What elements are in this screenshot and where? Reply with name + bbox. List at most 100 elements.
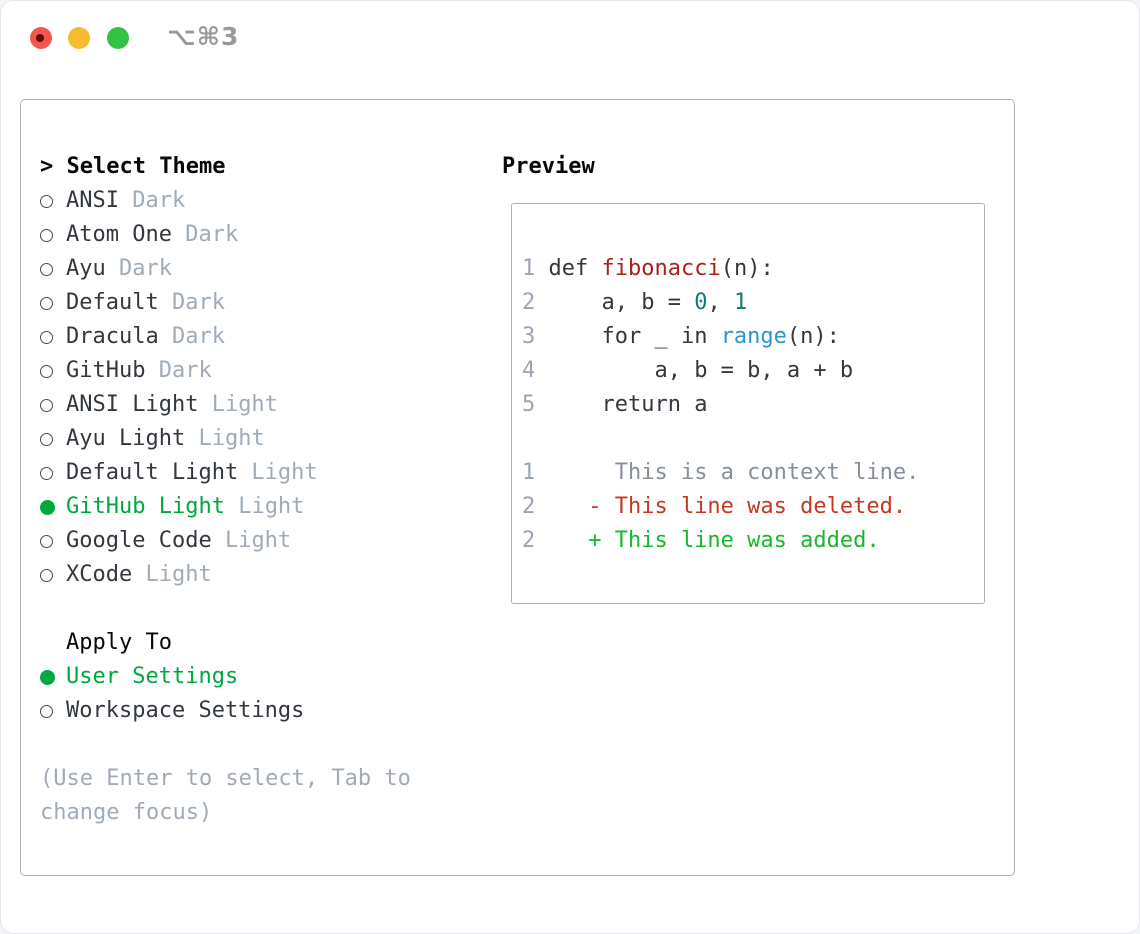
theme-variant: Light: [185, 426, 265, 451]
theme-option-default-light[interactable]: Default Light Light: [40, 456, 411, 490]
radio-icon: [40, 705, 53, 718]
code-segment-ln: 3: [522, 324, 536, 349]
cursor-icon: >: [40, 154, 67, 179]
theme-option-ayu[interactable]: Ayu Dark: [40, 252, 411, 286]
theme-name: ANSI Light: [66, 392, 199, 417]
theme-variant: Light: [238, 460, 318, 485]
theme-name: Google Code: [66, 528, 212, 553]
theme-variant: Light: [198, 392, 278, 417]
code-segment-ln: 1: [522, 256, 536, 281]
theme-picker-title: Select Theme: [66, 154, 226, 179]
code-segment-ln: 4: [522, 358, 536, 383]
theme-name: Dracula: [66, 324, 159, 349]
preview-line: 1 This is a context line.: [522, 456, 984, 490]
apply-option-workspace-settings[interactable]: Workspace Settings: [40, 694, 411, 728]
theme-variant: Light: [132, 562, 212, 587]
close-dot-icon: [36, 34, 44, 42]
radio-icon: [40, 297, 53, 310]
theme-name: Ayu Light: [66, 426, 186, 451]
radio-icon: [40, 195, 53, 208]
theme-option-atom-one[interactable]: Atom One Dark: [40, 218, 411, 252]
apply-to-header: Apply To: [66, 630, 172, 655]
theme-option-github[interactable]: GitHub Dark: [40, 354, 411, 388]
radio-icon: [40, 399, 53, 412]
code-segment-ln: 2: [522, 494, 536, 519]
minimize-button[interactable]: [68, 27, 90, 49]
help-text: change focus): [40, 800, 213, 825]
code-segment-ln: 2: [522, 290, 536, 315]
theme-variant: Dark: [158, 290, 225, 315]
spacer: [40, 728, 411, 762]
apply-option-user-settings[interactable]: User Settings: [40, 660, 411, 694]
code-segment-pl: def: [535, 256, 602, 281]
theme-option-ansi-light[interactable]: ANSI Light Light: [40, 388, 411, 422]
radio-icon: [40, 263, 53, 276]
theme-variant: Dark: [118, 188, 186, 213]
code-segment-ctx: This is a context line.: [535, 460, 920, 485]
theme-variant: Light: [211, 528, 292, 553]
code-segment-add: + This line was added.: [535, 528, 880, 553]
theme-name: XCode: [66, 562, 133, 587]
preview-line: 2 + This line was added.: [522, 524, 984, 558]
theme-option-ansi[interactable]: ANSI Dark: [40, 184, 411, 218]
apply-option-label: Workspace Settings: [66, 698, 305, 723]
code-segment-pl: return a: [535, 392, 708, 417]
preview-line: [522, 422, 984, 456]
theme-name: Default: [66, 290, 159, 315]
theme-name: GitHub: [66, 358, 146, 383]
radio-icon: [40, 331, 53, 344]
window-title: ⌥⌘3: [167, 22, 240, 51]
theme-picker-header: > Select Theme: [40, 150, 411, 184]
radio-icon: [40, 535, 53, 548]
code-segment-nm: 0: [694, 290, 708, 315]
radio-icon: [40, 229, 53, 242]
code-segment-bi: range: [720, 324, 787, 349]
radio-icon: [40, 569, 53, 582]
theme-name: Default Light: [66, 460, 239, 485]
theme-variant: Dark: [145, 358, 212, 383]
theme-variant: Dark: [171, 222, 239, 247]
zoom-button[interactable]: [107, 27, 129, 49]
code-segment-del: - This line was deleted.: [535, 494, 907, 519]
code-segment-pl: for _ in: [535, 324, 721, 349]
theme-option-default[interactable]: Default Dark: [40, 286, 411, 320]
theme-variant: Dark: [105, 256, 172, 281]
theme-name: Atom One: [66, 222, 172, 247]
radio-selected-icon: [40, 670, 55, 685]
preview-line: 2 a, b = 0, 1: [522, 286, 984, 320]
code-segment-nm: 1: [733, 290, 748, 315]
code-segment-pl: (n):: [786, 324, 840, 349]
help-text: (Use Enter to select, Tab to: [40, 766, 411, 791]
code-segment-ln: 2: [522, 528, 536, 553]
code-segment-pl: a, b =: [535, 290, 695, 315]
preview-line: 2 - This line was deleted.: [522, 490, 984, 524]
radio-icon: [40, 365, 53, 378]
theme-name: GitHub Light: [66, 494, 225, 519]
theme-option-ayu-light[interactable]: Ayu Light Light: [40, 422, 411, 456]
code-segment-pl: (n):: [720, 256, 774, 281]
close-button[interactable]: [30, 27, 52, 49]
theme-name: Ayu: [66, 256, 106, 281]
theme-name: ANSI: [66, 188, 119, 213]
radio-icon: [40, 467, 53, 480]
radio-selected-icon: [40, 500, 55, 515]
code-segment-pl: ,: [707, 290, 734, 315]
code-segment-ln: 1: [522, 460, 536, 485]
theme-option-google-code[interactable]: Google Code Light: [40, 524, 411, 558]
theme-option-dracula[interactable]: Dracula Dark: [40, 320, 411, 354]
preview-header: Preview: [502, 154, 595, 179]
theme-variant: Light: [224, 494, 305, 519]
preview-line: 3 for _ in range(n):: [522, 320, 984, 354]
theme-option-xcode[interactable]: XCode Light: [40, 558, 411, 592]
preview-line: 4 a, b = b, a + b: [522, 354, 984, 388]
code-segment-fn: fibonacci: [601, 256, 721, 281]
radio-icon: [40, 433, 53, 446]
theme-option-github-light[interactable]: GitHub Light Light: [40, 490, 411, 524]
preview-line: 5 return a: [522, 388, 984, 422]
code-segment-pl: a, b = b, a + b: [535, 358, 854, 383]
code-segment-ln: 5: [522, 392, 536, 417]
